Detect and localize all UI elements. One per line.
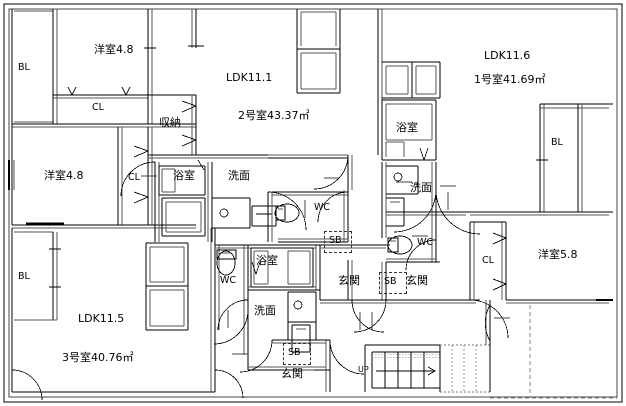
room-label-wash-unit-1: 洗面: [410, 181, 432, 194]
closet-label-bl-right: BL: [551, 137, 563, 148]
room-label-ldk-11-1: LDK11.1: [226, 71, 273, 84]
shoebox-label-center: SB: [384, 276, 397, 287]
room-label-washitsu-top-left: 洋室4.8: [94, 43, 134, 56]
room-label-washitsu-mid-left: 洋室4.8: [44, 169, 84, 182]
shoebox-label-unit-2: SB: [329, 235, 342, 246]
shoebox-box-center: [379, 272, 407, 294]
closet-label-cl-mid-left: CL: [128, 172, 140, 183]
shoebox-box-unit-2: [324, 231, 352, 253]
stair-up-label: UP: [358, 365, 369, 374]
room-label-wc-unit-1: WC: [417, 237, 434, 248]
room-label-wash-unit-2: 洗面: [228, 169, 250, 182]
closet-label-cl-right: CL: [482, 255, 494, 266]
outer-walls: [3, 3, 623, 403]
interior-walls: [7, 8, 617, 399]
closet-label-shuno: 収納: [159, 116, 181, 129]
room-label-area-unit-2: 2号室43.37㎡: [238, 109, 310, 122]
shoebox-box-unit-3: [283, 343, 311, 365]
closet-label-bl-mid-left: BL: [18, 271, 30, 282]
door-swings: [11, 154, 509, 401]
room-label-wc-unit-2: WC: [314, 202, 331, 213]
room-label-area-unit-3: 3号室40.76㎡: [62, 351, 134, 364]
room-label-washitsu-right: 洋室5.8: [538, 248, 578, 261]
room-label-bath-unit-2: 浴室: [173, 169, 195, 182]
room-label-bath-unit-1: 浴室: [396, 121, 418, 134]
door-leaves: [141, 175, 510, 371]
room-label-wc-unit-3: WC: [220, 275, 237, 286]
room-label-wash-unit-3: 洗面: [254, 304, 276, 317]
closet-label-cl-top-left: CL: [92, 102, 104, 113]
room-label-ldk-11-5: LDK11.5: [78, 312, 125, 325]
entry-label-unit-3: 玄関: [281, 367, 303, 380]
shoebox-label-unit-3: SB: [288, 347, 301, 358]
entry-label-unit-1: 玄関: [406, 274, 428, 287]
entry-label-unit-2: 玄関: [338, 274, 360, 287]
room-label-bath-unit-3: 浴室: [256, 254, 278, 267]
closet-label-bl-top-left: BL: [18, 62, 30, 73]
room-label-ldk-11-6: LDK11.6: [484, 49, 531, 62]
room-label-area-unit-1: 1号室41.69㎡: [474, 73, 546, 86]
